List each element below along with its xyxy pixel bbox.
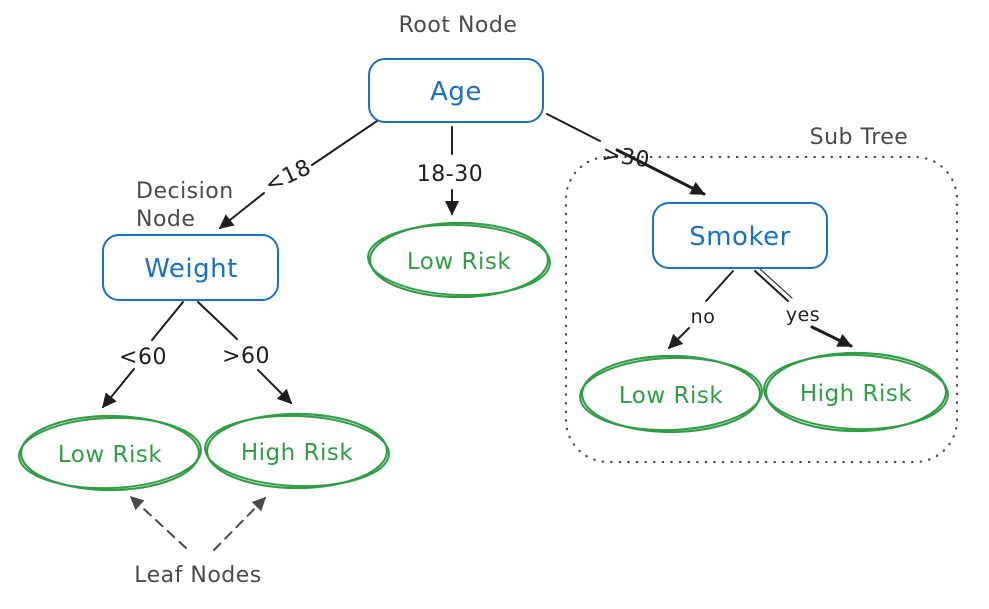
edge-label-yes: yes [786, 304, 820, 326]
left-high-risk-label: High Risk [241, 440, 354, 466]
subtree-boundary [564, 155, 959, 464]
leaf-annotation-arrow-left [129, 495, 187, 549]
edge-age-to-smoker-upper [546, 113, 601, 142]
edge-smoker-to-low [667, 327, 690, 350]
mid-low-risk-ellipse [368, 221, 550, 299]
left-high-risk-ellipse-sketch [204, 414, 390, 488]
edge-weight-to-high [257, 369, 293, 405]
mid-low-risk-label: Low Risk [407, 249, 511, 275]
sub-low-risk-label: Low Risk [619, 383, 723, 409]
root-node-annotation: Root Node [399, 13, 518, 38]
mid-low-risk-leaf: Low Risk [367, 221, 551, 299]
edge-label-no: no [691, 306, 716, 328]
sub-low-risk-ellipse-sketch [579, 356, 763, 432]
sub-low-risk-leaf: Low Risk [579, 354, 763, 434]
smoker-node-box [652, 202, 828, 269]
edge-label-lt18: <18 [261, 155, 315, 198]
edge-weight-to-low [101, 368, 135, 409]
edge-weight-to-low-upper [151, 301, 184, 341]
edge-smoker-to-low-upper [705, 270, 734, 302]
left-low-risk-ellipse-sketch [18, 416, 202, 490]
sub-high-risk-leaf: High Risk [763, 351, 949, 433]
edge-smoker-to-high [810, 325, 853, 348]
edge-weight-to-high-upper [197, 301, 238, 340]
sub-high-risk-ellipse-sketch [763, 353, 949, 431]
left-high-risk-leaf: High Risk [204, 412, 390, 490]
age-node-label: Age [430, 77, 482, 107]
edge-age-to-weight [218, 192, 265, 229]
subtree-annotation: Sub Tree [810, 125, 909, 150]
sub-high-risk-label: High Risk [800, 381, 913, 407]
decision-node-annotation-line1: Decision [136, 179, 234, 204]
edge-age-to-smoker [615, 148, 706, 196]
decision-node-annotation-line2: Node [136, 207, 195, 232]
leaf-annotation-arrow-right [213, 496, 267, 551]
left-low-risk-ellipse [19, 414, 201, 492]
age-node: Age [368, 58, 544, 123]
edge-label-lt60: <60 [119, 345, 167, 370]
edge-smoker-to-high-upper [754, 270, 789, 302]
smoker-node-label: Smoker [689, 222, 791, 252]
left-low-risk-label: Low Risk [58, 442, 162, 468]
edge-label-gt60: >60 [222, 344, 270, 369]
sub-low-risk-ellipse [580, 354, 762, 434]
edge-label-gt30: >30 [600, 142, 651, 173]
left-high-risk-ellipse [205, 412, 389, 490]
edge-smoker-to-high-ghost [758, 267, 793, 299]
weight-node-label: Weight [144, 254, 238, 284]
leaf-nodes-annotation: Leaf Nodes [134, 563, 262, 588]
edge-label-18-30: 18-30 [417, 162, 483, 187]
mid-low-risk-ellipse-sketch [367, 223, 551, 297]
age-node-box [368, 58, 544, 123]
left-low-risk-leaf: Low Risk [18, 414, 202, 492]
weight-node-box [102, 234, 279, 301]
smoker-node: Smoker [652, 202, 828, 269]
sub-high-risk-ellipse [764, 351, 948, 433]
edge-age-to-weight-upper [311, 118, 381, 166]
weight-node: Weight [102, 234, 279, 301]
